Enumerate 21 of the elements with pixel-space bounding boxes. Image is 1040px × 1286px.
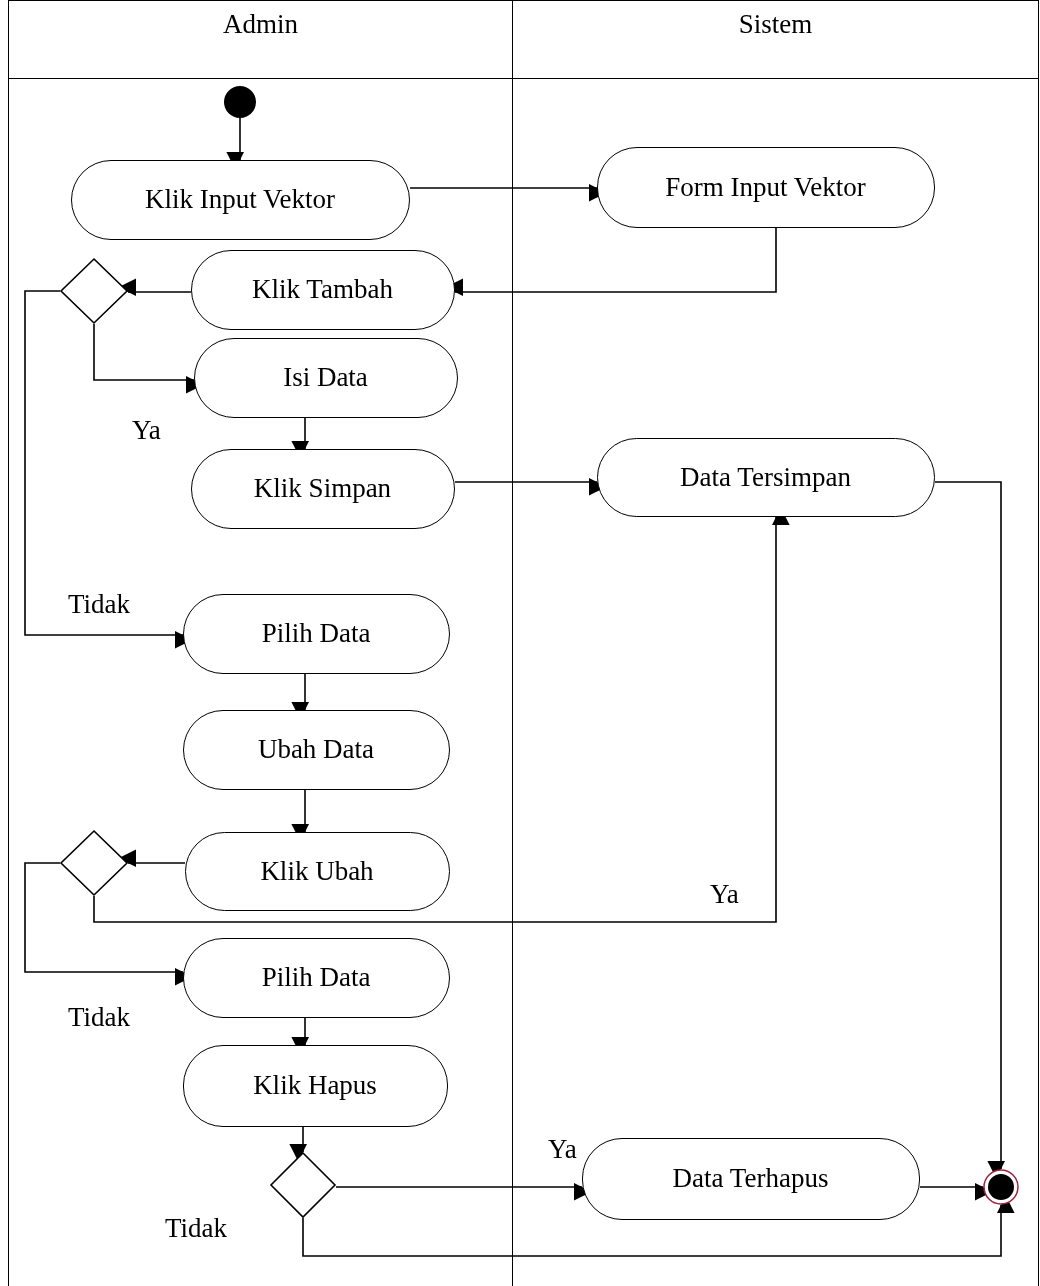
decision-diamond xyxy=(59,829,128,896)
activity-node: Form Input Vektor xyxy=(596,146,935,228)
swimlane xyxy=(512,0,1039,1286)
activity-node: Ubah Data xyxy=(182,709,450,790)
lane-heading: Admin xyxy=(222,8,299,40)
activity-node: Pilih Data xyxy=(182,593,450,674)
activity-node: Klik Input Vektor xyxy=(70,159,410,240)
start-node xyxy=(223,85,256,118)
activity-node: Klik Ubah xyxy=(184,831,450,911)
decision-diamond xyxy=(59,257,128,324)
decision-diamond xyxy=(269,1151,336,1218)
activity-node: Isi Data xyxy=(193,337,458,418)
lane-heading: Sistem xyxy=(737,8,814,40)
activity-node: Pilih Data xyxy=(182,937,450,1018)
activity-node: Data Terhapus xyxy=(581,1137,920,1220)
swimlane xyxy=(8,0,513,1286)
activity-node: Klik Hapus xyxy=(182,1044,448,1127)
activity-node: Klik Simpan xyxy=(190,448,455,529)
end-node xyxy=(982,1168,1019,1205)
activity-node: Klik Tambah xyxy=(190,249,455,330)
activity-node: Data Tersimpan xyxy=(596,437,935,517)
